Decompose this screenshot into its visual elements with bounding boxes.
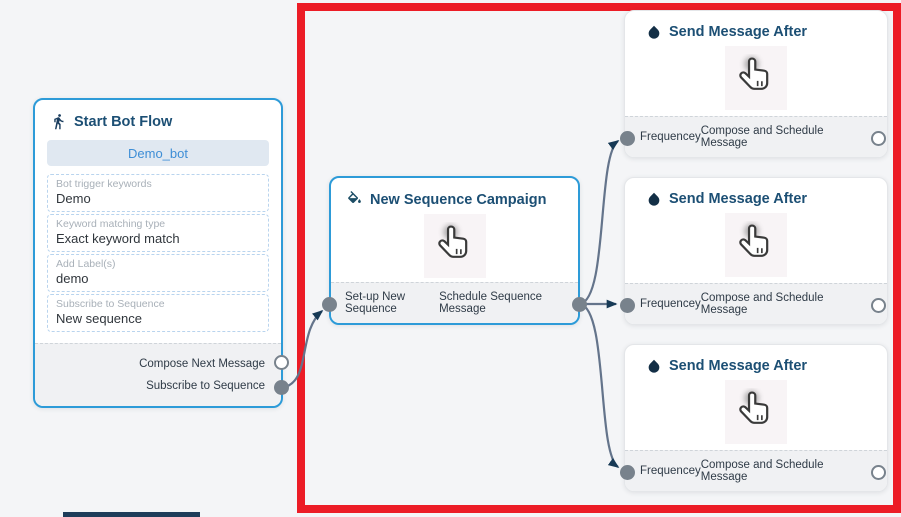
field-label: Bot trigger keywords	[56, 178, 152, 190]
campaign-click-area[interactable]	[423, 214, 486, 278]
send-click-area[interactable]	[725, 213, 787, 277]
send-node-title: Send Message After	[669, 24, 808, 40]
horizontal-scrollbar-thumb[interactable]	[63, 512, 200, 517]
send-output-label: Compose and Schedule Message	[700, 459, 824, 483]
send-click-area[interactable]	[725, 46, 787, 110]
output-port-schedule-sequence-message[interactable]	[572, 297, 587, 312]
output-label-compose-next-message: Compose Next Message	[139, 357, 265, 370]
water-drop-icon	[648, 359, 660, 373]
output-label-subscribe-to-sequence: Subscribe to Sequence	[146, 379, 265, 392]
send-output-label: Compose and Schedule Message	[700, 292, 824, 316]
send-node-footer: Frequencey Compose and Schedule Message	[625, 283, 887, 324]
field-value: New sequence	[56, 311, 142, 326]
campaign-node-title: New Sequence Campaign	[370, 191, 547, 208]
start-node-header: Start Bot Flow	[35, 100, 281, 136]
send-node-footer: Frequencey Compose and Schedule Message	[625, 450, 887, 491]
send-message-after-node-3[interactable]: Send Message After Frequencey Compose an…	[624, 344, 888, 492]
input-port-frequency-2[interactable]	[620, 298, 635, 313]
output-port-compose-schedule-2[interactable]	[871, 298, 886, 313]
output-port-compose-next-message[interactable]	[274, 355, 289, 370]
send-node-header: Send Message After	[625, 178, 887, 213]
field-add-labels[interactable]: Add Label(s) demo	[47, 254, 269, 292]
send-input-label: Frequencey	[640, 131, 701, 143]
send-node-header: Send Message After	[625, 11, 887, 46]
send-message-after-node-2[interactable]: Send Message After Frequencey Compose an…	[624, 177, 888, 325]
bot-name-button[interactable]: Demo_bot	[47, 140, 269, 166]
send-node-footer: Frequencey Compose and Schedule Message	[625, 116, 887, 157]
send-node-title: Send Message After	[669, 191, 808, 207]
field-subscribe-to-sequence[interactable]: Subscribe to Sequence New sequence	[47, 294, 269, 332]
campaign-node-footer: Set-up New Sequence Schedule Sequence Me…	[331, 282, 578, 323]
start-node-title: Start Bot Flow	[74, 113, 173, 130]
send-click-area[interactable]	[725, 380, 787, 444]
field-label: Add Label(s)	[56, 258, 116, 270]
field-value: Demo	[56, 191, 91, 206]
hand-pointer-cursor-icon	[739, 390, 769, 424]
send-input-label: Frequencey	[640, 465, 701, 477]
input-port-frequency-1[interactable]	[620, 131, 635, 146]
new-sequence-campaign-node[interactable]: New Sequence Campaign Set-up New Sequenc…	[329, 176, 580, 325]
campaign-node-header: New Sequence Campaign	[331, 178, 578, 214]
field-label: Keyword matching type	[56, 218, 166, 230]
start-node-fields: Bot trigger keywords Demo Keyword matchi…	[47, 174, 269, 332]
output-port-subscribe-to-sequence[interactable]	[274, 380, 289, 395]
send-node-title: Send Message After	[669, 358, 808, 374]
ink-spill-icon	[348, 191, 361, 204]
field-bot-trigger-keywords[interactable]: Bot trigger keywords Demo	[47, 174, 269, 212]
hand-pointer-cursor-icon	[739, 56, 769, 90]
field-keyword-matching-type[interactable]: Keyword matching type Exact keyword matc…	[47, 214, 269, 252]
walking-person-icon	[54, 114, 64, 130]
field-label: Subscribe to Sequence	[56, 298, 165, 310]
input-port-frequency-3[interactable]	[620, 465, 635, 480]
start-bot-flow-node[interactable]: Start Bot Flow Demo_bot Bot trigger keyw…	[33, 98, 283, 408]
campaign-input-label: Set-up New Sequence	[345, 291, 406, 315]
input-port-setup-new-sequence[interactable]	[322, 297, 337, 312]
water-drop-icon	[648, 25, 660, 39]
highlight-rectangle	[297, 3, 901, 513]
field-value: Exact keyword match	[56, 231, 180, 246]
output-port-compose-schedule-1[interactable]	[871, 131, 886, 146]
field-value: demo	[56, 271, 89, 286]
campaign-output-label: Schedule Sequence Message	[439, 291, 543, 315]
send-node-header: Send Message After	[625, 345, 887, 380]
send-output-label: Compose and Schedule Message	[700, 125, 824, 149]
hand-pointer-cursor-icon	[739, 223, 769, 257]
water-drop-icon	[648, 192, 660, 206]
hand-pointer-cursor-icon	[437, 224, 467, 258]
start-node-footer: Compose Next Message Subscribe to Sequen…	[35, 343, 281, 406]
send-message-after-node-1[interactable]: Send Message After Frequencey Compose an…	[624, 10, 888, 158]
output-port-compose-schedule-3[interactable]	[871, 465, 886, 480]
send-input-label: Frequencey	[640, 298, 701, 310]
